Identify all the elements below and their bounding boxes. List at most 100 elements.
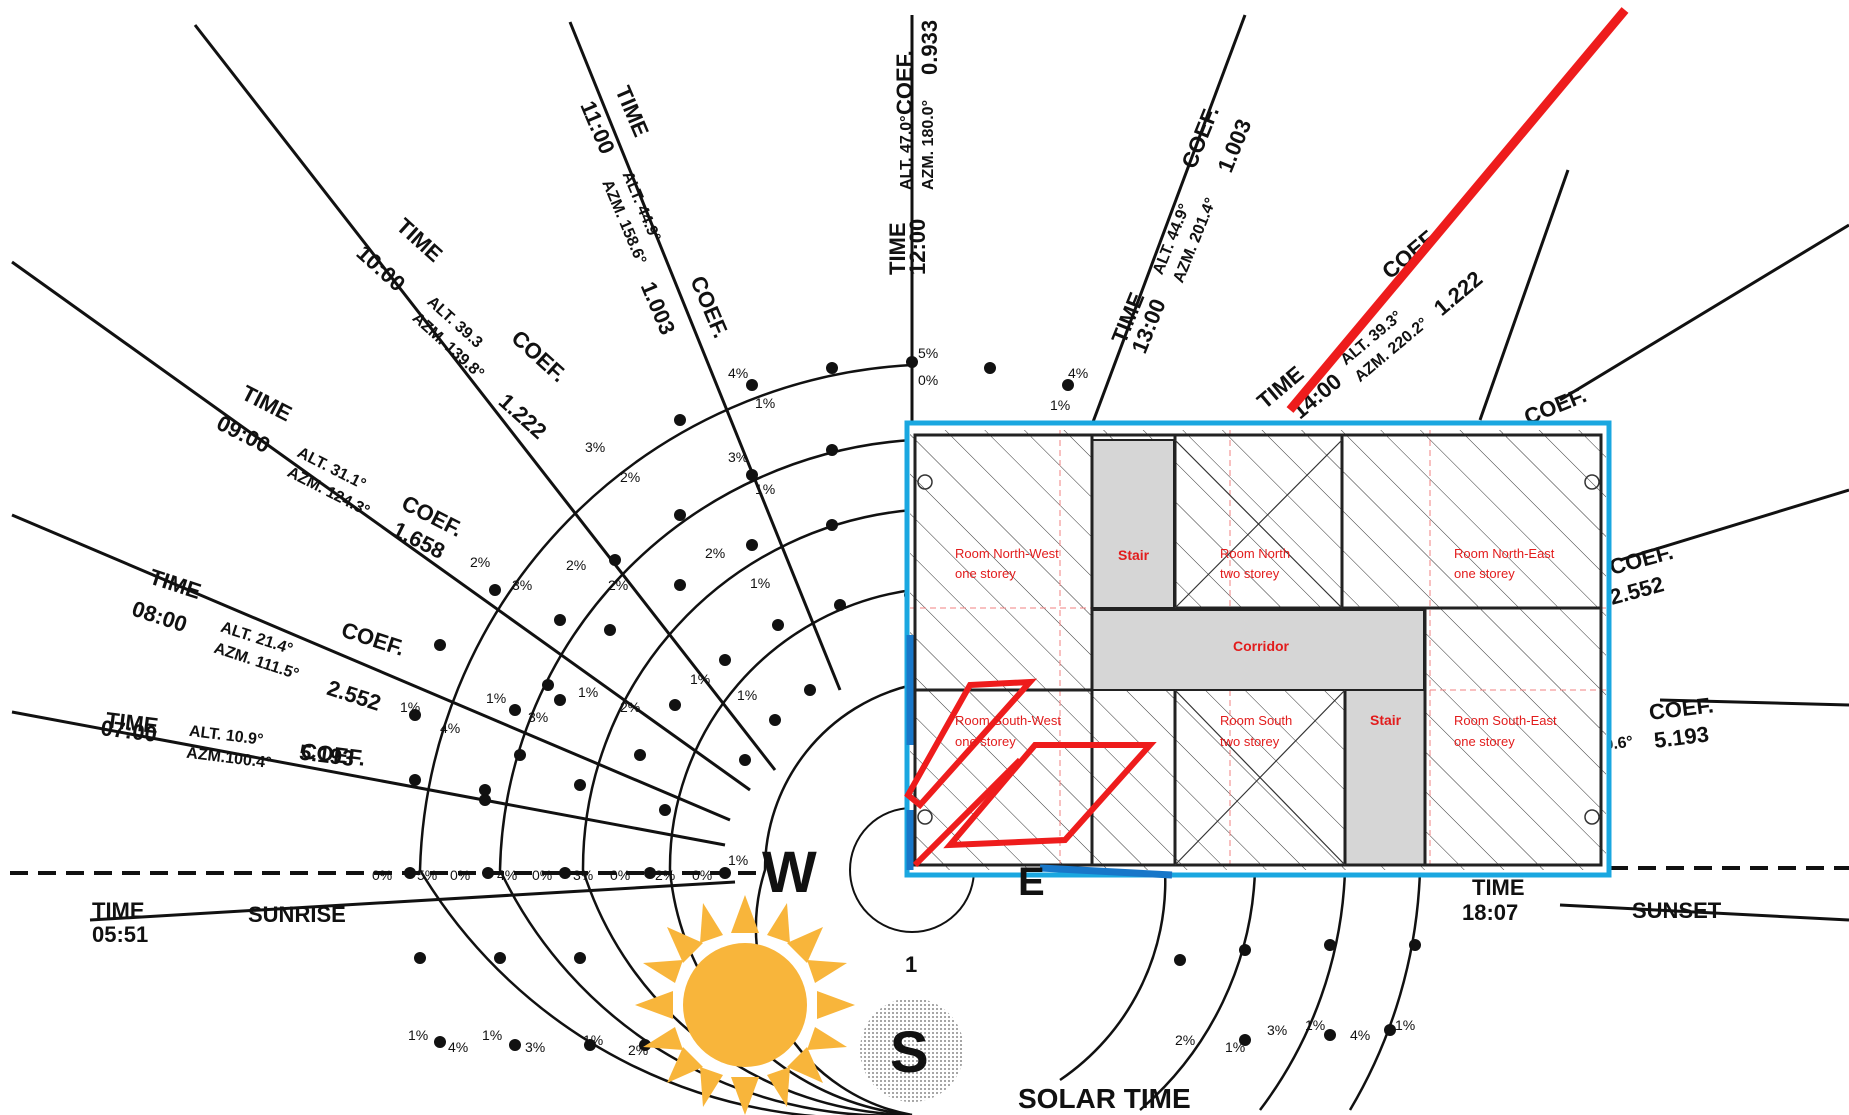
svg-text:0%: 0% xyxy=(610,867,630,883)
room-nw-sub: one storey xyxy=(955,566,1016,581)
svg-text:2%: 2% xyxy=(655,867,675,883)
spoke-08-time-word: TIME xyxy=(146,564,204,604)
right-coef-word-low: COEF. xyxy=(1648,692,1715,725)
svg-text:2%: 2% xyxy=(705,545,725,561)
svg-text:1.222: 1.222 xyxy=(494,388,552,443)
spoke-07-coef-word: COEF. xyxy=(299,738,366,771)
east-label: E xyxy=(1018,860,1045,904)
svg-text:1%: 1% xyxy=(400,699,420,715)
svg-text:3%: 3% xyxy=(728,449,748,465)
room-se-label: Room South-East xyxy=(1454,713,1557,728)
svg-text:1.003: 1.003 xyxy=(636,278,681,338)
floor-plan: Room North-West one storey Stair Room No… xyxy=(904,420,1612,879)
sun-icon xyxy=(635,895,855,1115)
svg-text:1%: 1% xyxy=(755,395,775,411)
stair-north-label: Stair xyxy=(1118,547,1150,563)
right-coef-b: 5.193 xyxy=(1653,721,1711,753)
svg-text:2%: 2% xyxy=(470,554,490,570)
svg-text:ALT. 47.0°: ALT. 47.0° xyxy=(898,115,915,190)
svg-text:1%: 1% xyxy=(750,575,770,591)
svg-text:12:00: 12:00 xyxy=(905,219,930,275)
svg-text:1.003: 1.003 xyxy=(1213,116,1257,176)
svg-text:ALT. 10.9°: ALT. 10.9° xyxy=(188,723,264,749)
svg-text:0%: 0% xyxy=(372,867,392,883)
svg-text:1%: 1% xyxy=(1305,1017,1325,1033)
sunset-time-word: TIME xyxy=(1472,875,1525,900)
svg-text:4%: 4% xyxy=(440,720,460,736)
svg-text:2%: 2% xyxy=(566,557,586,573)
svg-text:1%: 1% xyxy=(583,1032,603,1048)
sun-ray xyxy=(1286,7,1629,413)
svg-text:AZM.100.4°: AZM.100.4° xyxy=(185,745,272,772)
svg-text:1%: 1% xyxy=(755,481,775,497)
south-badge: S xyxy=(860,998,964,1102)
spoke-11-coef-word: COEF. xyxy=(685,272,733,341)
svg-text:08:00: 08:00 xyxy=(129,596,190,637)
room-n-label: Room North xyxy=(1220,546,1290,561)
svg-text:0%: 0% xyxy=(532,867,552,883)
room-sw-sub: one storey xyxy=(955,734,1016,749)
spoke-09: 09:00 ALT. 31.1° AZM. 124.3° 1.658 xyxy=(213,410,449,564)
svg-text:0%: 0% xyxy=(450,867,470,883)
stair-south-label: Stair xyxy=(1370,712,1402,728)
room-ne-label: Room North-East xyxy=(1454,546,1555,561)
room-nw-label: Room North-West xyxy=(955,546,1059,561)
svg-text:3%: 3% xyxy=(1267,1022,1287,1038)
svg-text:3%: 3% xyxy=(528,709,548,725)
svg-text:4%: 4% xyxy=(448,1039,468,1055)
svg-text:1%: 1% xyxy=(690,671,710,687)
sunrise-time-word: TIME xyxy=(92,898,145,923)
corridor-label: Corridor xyxy=(1233,638,1290,654)
svg-text:3%: 3% xyxy=(512,577,532,593)
svg-text:3%: 3% xyxy=(525,1039,545,1055)
svg-text:1%: 1% xyxy=(482,1027,502,1043)
svg-text:1%: 1% xyxy=(728,852,748,868)
svg-text:4%: 4% xyxy=(1350,1027,1370,1043)
svg-text:2.552: 2.552 xyxy=(324,675,384,716)
room-s-label: Room South xyxy=(1220,713,1292,728)
svg-text:2%: 2% xyxy=(628,1042,648,1058)
svg-text:5%: 5% xyxy=(918,345,938,361)
one-label: 1 xyxy=(905,952,917,977)
svg-text:4%: 4% xyxy=(1068,365,1088,381)
spoke-10-time-word: TIME xyxy=(392,213,448,267)
room-ne-sub: one storey xyxy=(1454,566,1515,581)
west-label: W xyxy=(762,840,817,905)
spoke-10-coef-word: COEF. xyxy=(507,325,572,387)
spoke-09-time-word: TIME xyxy=(238,380,296,426)
time-spokes xyxy=(11,14,1849,922)
sunset-label: SUNSET xyxy=(1632,898,1722,923)
svg-text:1%: 1% xyxy=(1225,1039,1245,1055)
right-coef-word-mid: COEF. xyxy=(1607,539,1676,580)
spoke-11-time-word: TIME xyxy=(610,82,654,140)
svg-text:2%: 2% xyxy=(620,699,640,715)
right-arcs xyxy=(1059,869,1422,1111)
svg-text:2%: 2% xyxy=(620,469,640,485)
spoke-08-coef-word: COEF. xyxy=(338,617,407,661)
svg-text:3%: 3% xyxy=(585,439,605,455)
svg-text:1%: 1% xyxy=(1050,397,1070,413)
solar-time-label: SOLAR TIME xyxy=(1018,1083,1191,1114)
svg-text:1%: 1% xyxy=(408,1027,428,1043)
room-se-sub: one storey xyxy=(1454,734,1515,749)
spoke-12: 12:00 ALT. 47.0° AZM. 180.0° 0.933 xyxy=(898,20,942,275)
svg-text:2%: 2% xyxy=(1175,1032,1195,1048)
svg-text:2%: 2% xyxy=(608,577,628,593)
sunset-time: 18:07 xyxy=(1462,900,1518,925)
room-s-sub: two storey xyxy=(1220,734,1280,749)
svg-text:1%: 1% xyxy=(737,687,757,703)
sunrise-time: 05:51 xyxy=(92,922,148,947)
svg-text:1%: 1% xyxy=(1395,1017,1415,1033)
svg-text:S: S xyxy=(890,1020,929,1085)
svg-text:1.222: 1.222 xyxy=(1429,266,1487,321)
room-sw-label: Room South-West xyxy=(955,713,1061,728)
room-n-sub: two storey xyxy=(1220,566,1280,581)
svg-text:1%: 1% xyxy=(486,690,506,706)
spoke-12-coef-word: COEF. xyxy=(892,50,917,115)
svg-text:AZM. 180.0°: AZM. 180.0° xyxy=(920,100,937,190)
svg-text:3%: 3% xyxy=(573,867,593,883)
spoke-14-coef-word: COEF. xyxy=(1377,223,1443,284)
svg-text:5%: 5% xyxy=(417,867,437,883)
